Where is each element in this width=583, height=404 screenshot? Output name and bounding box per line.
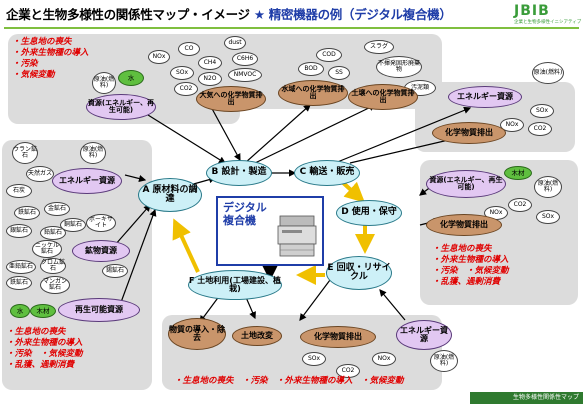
- ore-nickel: ニッケル鉱石: [32, 240, 62, 258]
- copier-icon: [277, 215, 317, 257]
- page-title: 企業と生物多様性の関係性マップ・イメージ ★ 精密機器の例（デジタル複合機）: [6, 4, 452, 23]
- gas-ch4: CH4: [198, 56, 222, 70]
- water-cod: COD: [316, 48, 342, 62]
- energy-ellipse-bottom: エネルギー資源: [396, 320, 452, 350]
- soil-solid-waste: 不揮発固形廃棄物: [376, 56, 422, 78]
- title-text: 企業と生物多様性の関係性マップ・イメージ: [6, 7, 250, 22]
- risk-list-right: ・生息地の喪失 ・外来生物種の導入 ・汚染 ・気候変動 ・乱獲、過剰消費: [432, 244, 509, 288]
- risk-item: ・生息地の喪失: [6, 327, 66, 337]
- water-ss: SS: [328, 66, 350, 80]
- mineral-ellipse: 鉱物資源: [72, 240, 130, 262]
- node-a-materials: A 原材料の調達: [138, 178, 202, 212]
- ore-iron: 鉄鉱石: [14, 206, 40, 220]
- natural-gas: 天然ガス: [26, 166, 54, 182]
- ore-manganese: マンガン鉱石: [40, 276, 70, 294]
- ore-lead: 鉛鉱石: [40, 226, 66, 240]
- gas-co2-bottom: CO2: [336, 364, 360, 378]
- bauxite: ボーキサイト: [86, 214, 116, 232]
- land-change-ellipse: 土地改変: [232, 326, 282, 346]
- risk-list-left: ・生息地の喪失 ・外来生物種の導入 ・汚染 ・気候変動 ・乱獲、過剰消費: [6, 327, 83, 371]
- crude-ellipse: 原油(燃料): [92, 72, 116, 94]
- gas-co2-tr: CO2: [528, 122, 552, 136]
- gas-nox-tr: NOx: [500, 118, 524, 132]
- risk-item: ・汚染: [12, 58, 38, 69]
- footer-bar: 生物多様性関係性マップ: [470, 392, 583, 404]
- title-subtitle: 精密機器の例（デジタル複合機）: [268, 7, 452, 22]
- gas-nox-bottom: NOx: [372, 352, 396, 366]
- ore-iron-2: 鉄鉱石: [6, 276, 32, 290]
- ore-uranium: ウラン鉱石: [12, 142, 38, 164]
- wood-ellipse-left: 木材: [30, 304, 56, 318]
- ore-silver: 銀鉱石: [6, 224, 32, 238]
- risk-item: ・外来生物種の導入: [6, 337, 83, 348]
- product-label-2: 複合機: [223, 214, 256, 228]
- header-divider: [4, 27, 579, 29]
- gas-sox-tr: SOx: [530, 104, 554, 118]
- resource-ellipse-right: 資源(エネルギー、再生可能): [426, 170, 506, 198]
- risk-item: ・汚染 ・気候変動: [432, 265, 509, 276]
- gas-co2: CO2: [174, 82, 198, 96]
- gas-sox: SOx: [170, 66, 194, 80]
- crude-ellipse-right: 原油(燃料): [534, 176, 562, 198]
- star-icon: ★: [253, 7, 265, 22]
- ore-copper: 銅鉱石: [60, 218, 86, 232]
- water-ellipse-left: 水: [10, 304, 30, 318]
- crude-ellipse-bottom: 原油(燃料): [430, 350, 458, 372]
- risk-item: ・生息地の喪失: [12, 37, 72, 47]
- water-ellipse: 水: [118, 70, 144, 86]
- product-box: デジタル 複合機: [216, 196, 324, 266]
- ore-tin: 錫鉱石: [102, 264, 128, 278]
- renewable-ellipse: 再生可能資源: [58, 298, 140, 322]
- risk-item: ・気候変動: [12, 69, 55, 80]
- crude-ellipse-tr: 原油(燃料): [532, 62, 564, 84]
- gas-nox: NOx: [148, 50, 170, 64]
- risk-item: ・乱獲、過剰消費: [432, 276, 501, 287]
- risk-list-bottom: ・生息地の喪失 ・汚染 ・外来生物種の導入 ・気候変動: [174, 376, 404, 386]
- chem-emission-tr: 化学物質排出: [432, 122, 506, 144]
- water-bod: BOD: [298, 62, 324, 76]
- product-label-1: デジタル: [223, 201, 267, 214]
- gas-co: CO: [178, 42, 200, 56]
- gas-sox-right: SOx: [536, 210, 560, 224]
- ore-zinc: 亜鉛鉱石: [6, 260, 36, 274]
- soil-emission-ellipse: 土壌への化学物質排出: [348, 84, 418, 110]
- gas-c6h6: C6H6: [232, 52, 258, 66]
- node-e-recycle: E 回収・リサイクル: [326, 256, 392, 290]
- ore-chrome: クロム鉱石: [40, 258, 66, 274]
- risk-item: ・外来生物種の導入: [12, 47, 89, 58]
- coal: 石炭: [6, 184, 32, 198]
- node-f-land-use: F 土地利用(工場建設、植栽): [188, 270, 282, 300]
- water-emission-ellipse: 水域への化学物質排出: [278, 80, 348, 106]
- risk-list-top-left: ・生息地の喪失 ・外来生物種の導入 ・汚染 ・気候変動: [12, 37, 89, 81]
- material-ellipse: 物質の導入・除去: [168, 318, 226, 350]
- chem-emission-right: 化学物質排出: [426, 214, 502, 236]
- energy-ellipse-tr: エネルギー資源: [448, 86, 522, 108]
- chem-emission-bottom: 化学物質排出: [300, 326, 376, 348]
- resource-ellipse: 資源(エネルギー、再生可能): [86, 94, 156, 120]
- air-emission-ellipse: 大気への化学物質排出: [196, 86, 266, 112]
- jbib-logo: JBIB 企業と生物多様性イニシアティブ: [514, 3, 582, 29]
- gas-n2o: N2O: [198, 72, 222, 86]
- gas-nmvoc: NMVOC: [228, 68, 262, 82]
- gas-dust: dust: [224, 36, 246, 50]
- energy-ellipse-left: エネルギー資源: [52, 168, 122, 194]
- node-b-design: B 設計・製造: [206, 160, 272, 186]
- node-d-use: D 使用・保守: [336, 200, 402, 226]
- wood-ellipse-right: 木材: [504, 166, 532, 180]
- risk-item: ・乱獲、過剰消費: [6, 359, 75, 370]
- gas-sox-bottom: SOx: [302, 352, 326, 366]
- soil-slag: スラグ: [364, 40, 394, 54]
- gas-co2-right: CO2: [508, 198, 532, 212]
- logo-subtext: 企業と生物多様性イニシアティブ: [514, 20, 582, 25]
- risk-item: ・汚染 ・気候変動: [6, 348, 83, 359]
- ore-gold: 金鉱石: [44, 202, 70, 216]
- crude-ellipse-left: 原油(燃料): [80, 142, 106, 164]
- risk-item: ・生息地の喪失: [432, 244, 492, 254]
- risk-item: ・外来生物種の導入: [432, 254, 509, 265]
- logo-text: JBIB: [514, 3, 550, 19]
- node-c-transport: C 輸送・販売: [294, 160, 360, 186]
